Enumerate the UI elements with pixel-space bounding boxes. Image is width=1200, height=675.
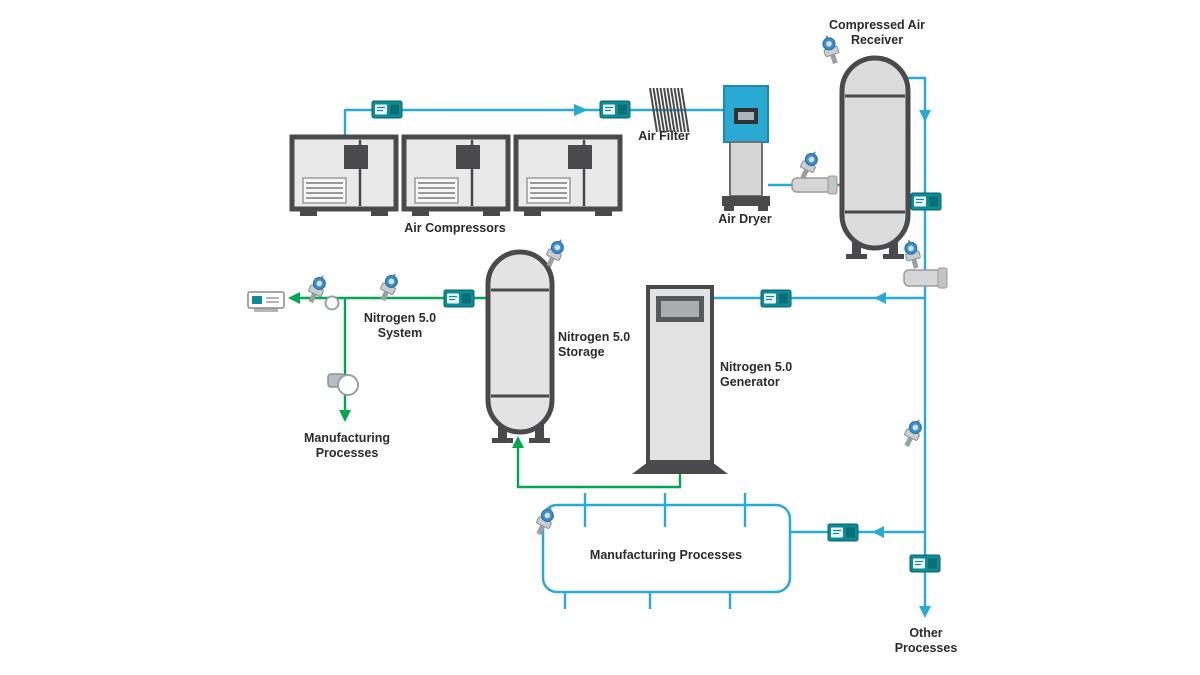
flow-meter-icon [909, 554, 941, 573]
pipe-fitting [791, 175, 838, 195]
flow-arrow-icon [874, 292, 886, 304]
label-other-processes: Other Processes [894, 626, 958, 656]
label-nitrogen-generator: Nitrogen 5.0 Generator [720, 360, 793, 390]
nitrogen-generator-unit [632, 285, 728, 474]
compressed-air-receiver-tank [839, 55, 911, 259]
label-air-filter: Air Filter [638, 129, 690, 143]
flow-meter-icon [443, 289, 475, 308]
flow-arrow-icon [512, 436, 524, 448]
air-compressor-unit [516, 137, 620, 216]
flow-meter-icon [827, 523, 859, 542]
flow-arrow-icon [339, 410, 351, 422]
flow-arrow-icon [288, 292, 300, 304]
flow-meter-icon [760, 289, 792, 308]
label-manufacturing-processes-left: Manufacturing Processes [303, 431, 391, 461]
label-air-compressors: Air Compressors [404, 221, 506, 235]
pipe-air-compressor-header [343, 108, 724, 137]
flow-arrow-icon [872, 526, 884, 538]
flow-arrow-icon [574, 104, 588, 116]
air-dryer-unit [722, 85, 770, 211]
label-nitrogen-storage: Nitrogen 5.0 Storage [558, 330, 631, 360]
flow-arrow-icon [919, 606, 931, 618]
valve-icon [327, 373, 359, 396]
pressure-transmitter-icon [900, 237, 924, 271]
flow-arrow-icon [919, 110, 931, 122]
pipe-air-main-vertical [905, 76, 927, 606]
manufacturing-processes-box [541, 493, 792, 609]
pressure-transmitter-icon [795, 147, 823, 182]
valve-icon [324, 295, 340, 311]
label-manufacturing-processes-box: Manufacturing Processes [589, 548, 743, 562]
flow-meter-icon [910, 192, 942, 211]
air-compressor-unit [404, 137, 508, 216]
pipe-fitting [903, 267, 948, 289]
nitrogen-system-unit [247, 291, 285, 312]
label-air-dryer: Air Dryer [718, 212, 772, 226]
flow-meter-icon [371, 100, 403, 119]
label-compressed-air-receiver: Compressed Air Receiver [828, 18, 926, 48]
label-nitrogen-system: Nitrogen 5.0 System [363, 311, 437, 341]
air-compressor-unit [292, 137, 396, 216]
pipe-n2-generator-to-storage [516, 446, 682, 489]
flow-meter-icon [599, 100, 631, 119]
pressure-transmitter-icon [899, 415, 927, 450]
air-filter-element [649, 87, 690, 133]
nitrogen-storage-tank [485, 249, 555, 443]
